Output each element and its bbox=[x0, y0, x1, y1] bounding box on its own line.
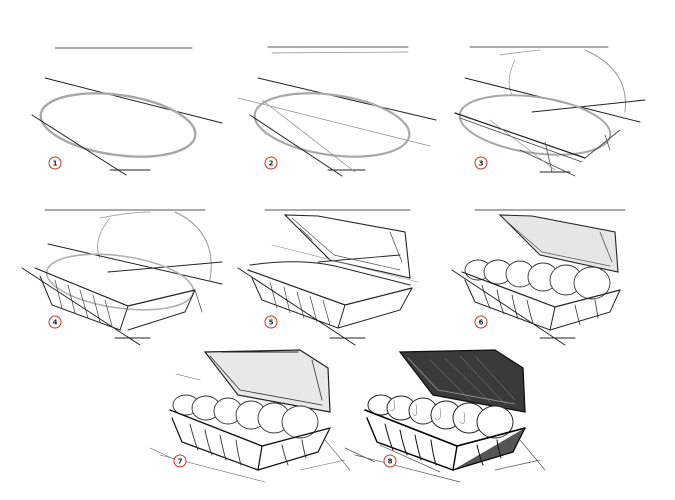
step-number-8: 8 bbox=[388, 458, 393, 466]
step-badge-5: 5 bbox=[264, 315, 278, 329]
step-number-4: 4 bbox=[53, 319, 58, 327]
step-5-panel bbox=[237, 209, 419, 346]
step-1-panel bbox=[31, 47, 223, 176]
step-number-1: 1 bbox=[53, 160, 58, 168]
step-badge-3: 3 bbox=[474, 156, 488, 170]
step-number-7: 7 bbox=[178, 458, 183, 466]
step-badge-4: 4 bbox=[48, 315, 62, 329]
step-number-5: 5 bbox=[269, 319, 274, 327]
step-number-6: 6 bbox=[479, 319, 484, 327]
step-6-panel bbox=[451, 209, 626, 346]
step-badge-1: 1 bbox=[48, 156, 62, 170]
step-2-panel bbox=[237, 46, 437, 177]
step-badge-8: 8 bbox=[383, 454, 397, 468]
step-4-panel bbox=[21, 209, 223, 346]
step-3-panel bbox=[454, 46, 646, 177]
step-badge-7: 7 bbox=[173, 454, 187, 468]
step-8-panel bbox=[344, 349, 546, 483]
step-badge-2: 2 bbox=[264, 156, 278, 170]
step-badge-6: 6 bbox=[474, 315, 488, 329]
step-number-2: 2 bbox=[269, 160, 274, 168]
step-number-3: 3 bbox=[479, 160, 484, 168]
step-7-panel bbox=[149, 349, 351, 483]
